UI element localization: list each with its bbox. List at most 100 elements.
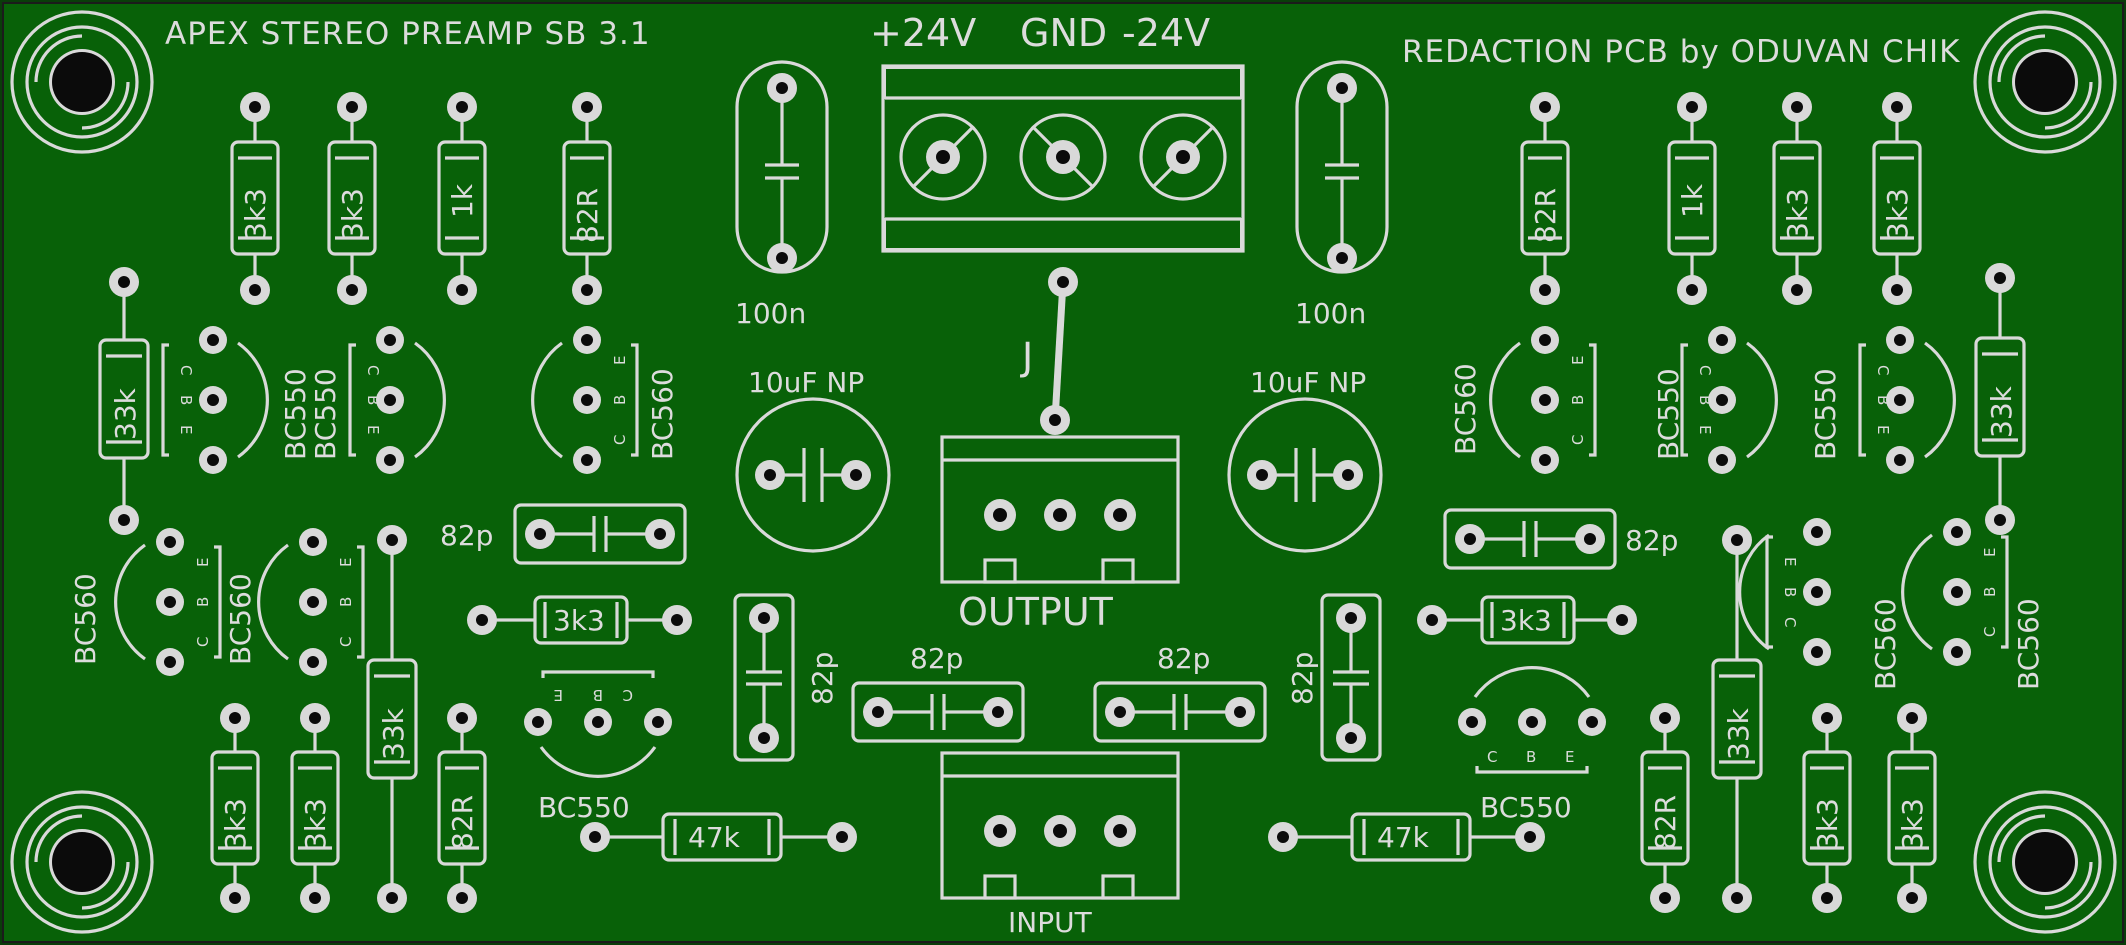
- transistor-q7-pin-e: E: [1569, 356, 1587, 365]
- transistor-q9-pin-b: B: [1874, 395, 1892, 405]
- transistor-q11-pin-b: B: [1981, 587, 1999, 597]
- resistor-3k3-bl2-label: 3k3: [299, 798, 332, 850]
- transistor-q1-pin-b: B: [177, 395, 195, 405]
- transistor-q4-label: BC560: [69, 573, 102, 665]
- capacitor-82p-v2-label: 82p: [1286, 652, 1319, 705]
- capacitor-82p-h4: [1093, 681, 1267, 743]
- transistor-q8-pin-c: C: [1696, 365, 1714, 375]
- transistor-q1: C B E: [161, 326, 269, 474]
- resistor-3k3-br1-label: 3k3: [1811, 798, 1844, 850]
- mounting-hole-bottom-right: [1973, 790, 2117, 934]
- resistor-33k-r2-label: 33k: [1722, 707, 1755, 760]
- transistor-q7: E B C: [1489, 326, 1597, 474]
- transistor-q10-pin-c: C: [1781, 617, 1799, 627]
- resistor-47k-left-label: 47k: [688, 821, 741, 854]
- input-label: INPUT: [1008, 906, 1093, 939]
- capacitor-10uf-left-label: 10uF NP: [748, 366, 864, 399]
- capacitor-82p-h1: [513, 503, 687, 565]
- resistor-3k3-hr: [1417, 595, 1637, 645]
- transistor-q4-pin-e: E: [194, 558, 212, 567]
- transistor-q11-pin-e: E: [1981, 548, 1999, 557]
- transistor-q10-pin-b: B: [1781, 587, 1799, 597]
- resistor-3k3-tl1-label: 3k3: [239, 188, 272, 240]
- resistor-82R-tr: [1520, 92, 1570, 305]
- transistor-q4: E B C: [114, 528, 222, 676]
- transistor-q3-pin-e: E: [611, 356, 629, 365]
- transistor-q9-pin-c: C: [1874, 365, 1892, 375]
- capacitor-100n-left-label: 100n: [735, 297, 806, 330]
- resistor-82R-tr-label: 82R: [1529, 188, 1562, 243]
- transistor-q1-pin-e: E: [177, 425, 195, 434]
- resistor-33k-l2: [366, 525, 418, 913]
- resistor-3k3-br2-label: 3k3: [1896, 798, 1929, 850]
- transistor-q11-pin-c: C: [1981, 627, 1999, 637]
- resistor-82R-bl-label: 82R: [446, 795, 479, 850]
- capacitor-82p-v2: [1320, 593, 1382, 762]
- capacitor-82p-h4-label: 82p: [1157, 642, 1210, 675]
- transistor-q12: C B E: [1458, 666, 1606, 774]
- transistor-q5-pin-b: B: [337, 597, 355, 607]
- capacitor-100n-right: [1295, 60, 1389, 274]
- power-neg-label: -24V: [1122, 11, 1210, 55]
- transistor-q5-label: BC560: [224, 573, 257, 665]
- resistor-3k3-bl2: [290, 703, 340, 913]
- resistor-1k-tl-label: 1k: [446, 183, 479, 218]
- transistor-q3-label: BC560: [646, 368, 679, 460]
- capacitor-10uf-right-label: 10uF NP: [1250, 366, 1366, 399]
- mounting-hole-bottom-left: [10, 790, 154, 934]
- resistor-3k3-hl-label: 3k3: [553, 604, 605, 637]
- mounting-hole-top-left: [10, 10, 154, 154]
- resistor-3k3-tr2: [1872, 92, 1922, 305]
- transistor-q2-pin-b: B: [364, 395, 382, 405]
- resistor-82R-tl: [562, 92, 612, 305]
- resistor-3k3-bl1: [210, 703, 260, 913]
- transistor-q6: E B C: [524, 670, 672, 778]
- transistor-q5-pin-c: C: [337, 637, 355, 647]
- capacitor-82p-h2-label: 82p: [1625, 524, 1678, 557]
- output-connector: [940, 435, 1180, 584]
- resistor-33k-l1-label: 33k: [109, 387, 142, 440]
- capacitor-10uf-right: [1227, 397, 1383, 553]
- resistor-3k3-tl2-label: 3k3: [336, 188, 369, 240]
- capacitor-100n-left: [735, 60, 829, 274]
- transistor-q8-label: BC550: [1652, 368, 1685, 460]
- transistor-q6-pin-c: C: [623, 686, 633, 704]
- transistor-q11: E B C: [1901, 518, 2009, 666]
- transistor-q2: C B E: [348, 326, 446, 474]
- transistor-q12-pin-c: C: [1487, 748, 1497, 766]
- resistor-1k-tl: [437, 92, 487, 305]
- resistor-47k-right: [1268, 812, 1545, 862]
- board-credit: REDACTION PCB by ODUVAN CHIK: [1402, 34, 1960, 70]
- output-label: OUTPUT: [958, 590, 1114, 634]
- resistor-3k3-hr-label: 3k3: [1500, 604, 1552, 637]
- transistor-q7-pin-b: B: [1569, 395, 1587, 405]
- resistor-3k3-tr1: [1772, 92, 1822, 305]
- transistor-q3: E B C: [531, 326, 639, 474]
- resistor-82R-br: [1640, 703, 1690, 913]
- board-title: APEX STEREO PREAMP SB 3.1: [165, 16, 651, 52]
- resistor-47k-left: [580, 812, 857, 862]
- resistor-1k-tr: [1667, 92, 1717, 305]
- transistor-q12-pin-b: B: [1526, 748, 1536, 766]
- transistor-q6-label: BC550: [538, 791, 630, 824]
- capacitor-100n-right-label: 100n: [1295, 297, 1366, 330]
- capacitor-82p-h3-label: 82p: [910, 642, 963, 675]
- transistor-q1-pin-c: C: [177, 365, 195, 375]
- transistor-q8-pin-b: B: [1696, 395, 1714, 405]
- resistor-3k3-tl2: [327, 92, 377, 305]
- transistor-q9-pin-e: E: [1874, 425, 1892, 434]
- power-terminal-block: [881, 64, 1245, 253]
- transistor-q2-pin-c: C: [364, 365, 382, 375]
- transistor-q2-pin-e: E: [364, 425, 382, 434]
- mounting-hole-top-right: [1973, 10, 2117, 154]
- jumper-j: [1040, 267, 1078, 435]
- transistor-q6-pin-b: B: [593, 686, 603, 704]
- resistor-3k3-tr1-label: 3k3: [1781, 188, 1814, 240]
- resistor-33k-r1-label: 33k: [1985, 385, 2018, 438]
- resistor-33k-r2: [1711, 525, 1763, 913]
- power-pos-label: +24V: [870, 11, 976, 55]
- resistor-47k-right-label: 47k: [1377, 821, 1430, 854]
- capacitor-82p-h1-label: 82p: [440, 519, 493, 552]
- transistor-q1-label: BC550: [279, 368, 312, 460]
